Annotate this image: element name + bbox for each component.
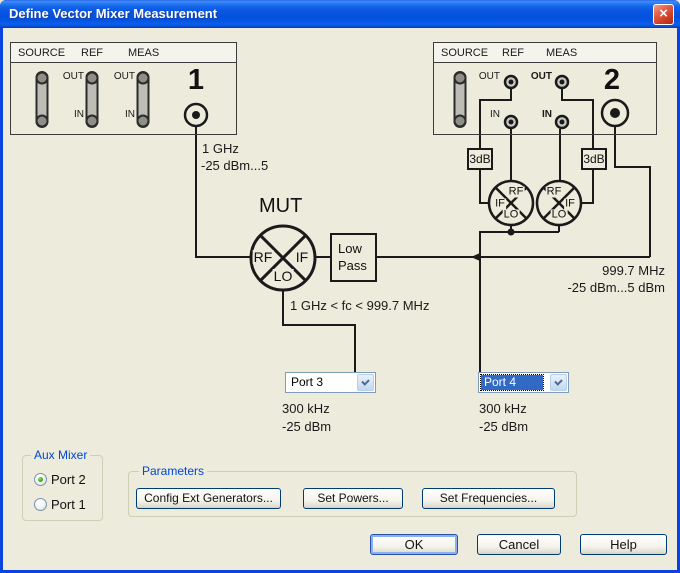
header-source: SOURCE (18, 47, 66, 59)
auxl-lo-label: LO (502, 208, 520, 221)
port2-power-label: -25 dBm...5 dBm (567, 280, 665, 295)
jumper-links (35, 71, 467, 128)
mut-if-port-label: IF (294, 249, 310, 265)
port3-combobox[interactable]: Port 3 (285, 372, 376, 393)
header-source: SOURCE (441, 47, 489, 59)
panel-connectors (503, 74, 570, 130)
mut-lo-port-label: LO (272, 268, 294, 284)
ok-button[interactable]: OK (370, 534, 458, 555)
mut-rf-port-label: RF (252, 249, 274, 265)
parameters-groupbox (128, 471, 577, 517)
port4-freq-label: 300 kHz (479, 401, 527, 416)
header-meas: MEAS (546, 47, 578, 59)
fc-range-label: 1 GHz < fc < 999.7 MHz (290, 298, 430, 313)
port2-panel: SOURCE REF MEAS (433, 42, 657, 135)
right-ref-in-label: IN (490, 109, 500, 120)
radio-selected-dot (38, 477, 43, 482)
port3-combobox-value: Port 3 (291, 375, 324, 389)
mut-mixer-symbol (249, 224, 317, 292)
port3-dropdown-button[interactable] (357, 374, 374, 391)
right-meas-in-label: IN (542, 109, 552, 120)
port1-frequency-label: 1 GHz (202, 141, 239, 156)
left-meas-out-label: OUT (113, 71, 135, 82)
attenuator-left-box: 3dB (467, 148, 493, 170)
chevron-down-icon (554, 377, 563, 386)
right-ref-out-label: OUT (478, 71, 500, 82)
mut-label: MUT (259, 195, 303, 217)
set-frequencies-button[interactable]: Set Frequencies... (422, 488, 555, 509)
lo-junction-dot (507, 228, 515, 236)
help-button[interactable]: Help (580, 534, 667, 555)
auxl-rf-label: RF (507, 185, 525, 198)
lowpass-filter-box: Low Pass (330, 233, 377, 282)
port4-combobox-value: Port 4 (480, 374, 544, 391)
radio-port2-label: Port 2 (51, 472, 86, 487)
wire-aux-lo-to-port4 (479, 225, 560, 372)
port4-power-label: -25 dBm (479, 419, 529, 434)
radio-port2[interactable]: Port 2 (34, 472, 86, 487)
port2-panel-header: SOURCE REF MEAS (434, 43, 656, 63)
window-title: Define Vector Mixer Measurement (9, 6, 218, 21)
auxr-rf-label: RF (545, 185, 563, 198)
lowpass-line1: Low (338, 241, 362, 256)
port4-combobox[interactable]: Port 4 (478, 372, 569, 393)
header-ref: REF (502, 47, 524, 59)
chevron-down-icon (361, 377, 370, 386)
config-ext-generators-button[interactable]: Config Ext Generators... (136, 488, 281, 509)
port2-number: 2 (603, 64, 621, 96)
cancel-button[interactable]: Cancel (477, 534, 561, 555)
aux-mixer-title: Aux Mixer (31, 448, 91, 462)
close-icon[interactable]: × (653, 4, 674, 25)
header-meas: MEAS (128, 47, 160, 59)
port3-power-label: -25 dBm (282, 419, 332, 434)
radio-port1[interactable]: Port 1 (34, 497, 86, 512)
wire-port1-to-mut (195, 126, 251, 258)
port4-dropdown-button[interactable] (550, 374, 567, 391)
parameters-title: Parameters (139, 464, 208, 478)
port1-panel-header: SOURCE REF MEAS (11, 43, 236, 63)
auxr-lo-label: LO (550, 208, 568, 221)
wire-mut-lo-to-port3 (282, 290, 356, 372)
port1-power-label: -25 dBm...5 (201, 158, 269, 173)
header-ref: REF (81, 47, 103, 59)
dialog-content: SOURCE REF MEAS OUT IN OUT IN 1 SOURCE R… (3, 28, 677, 570)
wire-refout-att-mixer (479, 89, 512, 204)
wire-measout-att-mixer (561, 89, 594, 204)
signal-arrow-left (471, 252, 481, 262)
left-ref-in-label: IN (74, 109, 84, 120)
left-ref-out-label: OUT (62, 71, 84, 82)
left-meas-in-label: IN (125, 109, 135, 120)
port1-number: 1 (187, 64, 205, 96)
set-powers-button[interactable]: Set Powers... (303, 488, 403, 509)
title-bar: Define Vector Mixer Measurement × (0, 0, 680, 28)
radio-port1-circle[interactable] (34, 498, 47, 511)
port1-panel: SOURCE REF MEAS (10, 42, 237, 135)
auxr-if-label: IF (564, 197, 576, 210)
radio-port2-circle[interactable] (34, 473, 47, 486)
port2-frequency-label: 999.7 MHz (602, 263, 665, 278)
auxl-if-label: IF (494, 197, 506, 210)
attenuator-right-box: 3dB (581, 148, 607, 170)
lowpass-line2: Pass (338, 258, 367, 273)
port1-connector (183, 102, 209, 128)
wire-port2-down (614, 126, 651, 257)
port2-connector (600, 98, 630, 128)
wiring-diagram (35, 71, 651, 372)
radio-port1-label: Port 1 (51, 497, 86, 512)
port3-freq-label: 300 kHz (282, 401, 330, 416)
right-meas-out-label: OUT (530, 71, 552, 82)
